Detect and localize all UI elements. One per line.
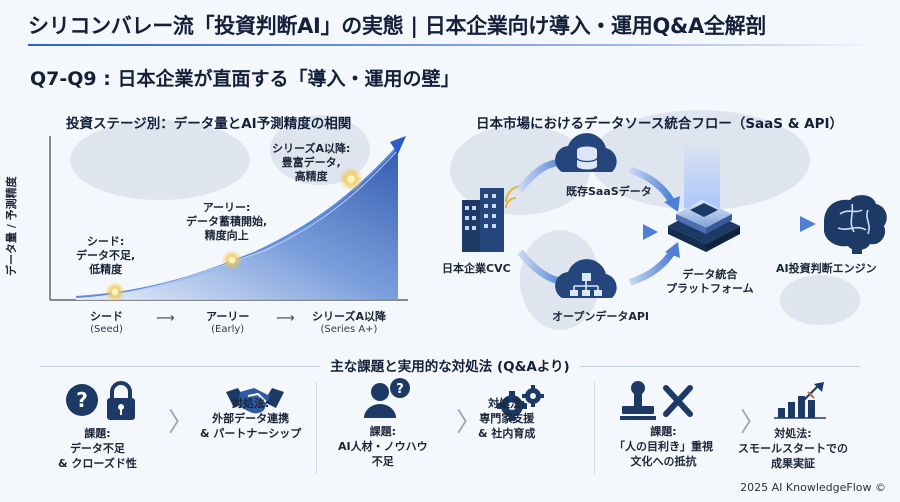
chevron-right-icon: 〉 [740, 408, 767, 438]
data-flow-diagram [462, 133, 887, 298]
y-axis-label: データ量 / 予測精度 [5, 176, 18, 276]
page-title: シリコンバレー流「投資判断AI」の実態 | 日本企業向け導入・運用Q&A全解剖 [28, 14, 767, 38]
bottom-section-title: 主な課題と実用的な対処法 (Q&Aより) [0, 355, 900, 375]
handshake-icon [226, 388, 284, 414]
card-issue-data: 課題: データ不足 & クローズド性 [58, 427, 137, 470]
footer-copyright: 2025 AI KnowledgeFlow © [740, 481, 886, 494]
svg-text:?: ? [396, 382, 404, 397]
saas-cloud-icon [555, 133, 617, 172]
growth-arrowhead [390, 136, 406, 154]
gears-icon [497, 385, 544, 421]
chevron-right-icon: 〉 [456, 408, 483, 438]
card-solution-data: 対処法: 外部データ連携 & パートナーシップ [200, 397, 302, 440]
platform-icon [668, 138, 740, 252]
point-early [229, 257, 235, 263]
building-icon [462, 185, 523, 252]
arrow-saas-to-platform [628, 166, 676, 204]
stamp-cross-icon [620, 381, 693, 420]
chevron-right-icon: 〉 [168, 408, 195, 438]
card-issue-culture: 課題: 「人の目利き」重視 文化への抵抗 [614, 425, 713, 468]
point-seed [112, 289, 118, 295]
x-stage-seed: シード (Seed) [90, 310, 123, 335]
x-stage-arrow-1: ⟶ [156, 311, 175, 326]
svg-text:?: ? [76, 388, 88, 412]
card-solution-culture: 対処法: スモールスタートでの 成果実証 [738, 427, 848, 470]
card-solution-talent: 対処法: 専門家支援 & 社内育成 [478, 397, 536, 440]
brain-icon [824, 195, 887, 254]
growth-area [76, 146, 398, 300]
node-label-opendata: オープンデータAPI [552, 310, 650, 323]
question-lock-icon: ? [66, 381, 135, 420]
chart-section-title: 投資ステージ別：データ量とAI予測精度の相関 [66, 116, 352, 132]
rocket-chart-icon [774, 382, 826, 419]
x-stage-arrow-2: ⟶ [276, 311, 295, 326]
title-underline [28, 44, 878, 46]
person-question-icon: ? [364, 378, 410, 418]
card-issue-talent: 課題: AI人材・ノウハウ 不足 [338, 425, 428, 468]
opendata-cloud-icon [555, 259, 617, 298]
point-label-seed: シード: データ不足, 低精度 [76, 235, 136, 276]
x-stage-seriesa: シリーズA以降 (Series A+) [312, 310, 386, 335]
arrow-opendata-to-platform [628, 250, 676, 286]
point-label-seriesa: シリーズA以降: 豊富データ, 高精度 [272, 142, 351, 183]
page-subtitle: Q7-Q9 : 日本企業が直面する「導入・運用の壁」 [30, 68, 460, 90]
x-stage-early: アーリー (Early) [206, 310, 250, 335]
node-label-saas: 既存SaaSデータ [566, 185, 652, 198]
growth-curve-chart [49, 136, 408, 302]
card-separator-1 [316, 382, 317, 474]
node-label-company: 日本企業CVC [442, 262, 511, 275]
point-seriesa [347, 175, 355, 183]
card-separator-2 [594, 382, 595, 474]
node-label-engine: AI投資判断エンジン [776, 262, 877, 275]
point-label-early: アーリー: データ蓄積開始, 精度向上 [186, 201, 268, 242]
flow-section-title: 日本市場におけるデータソース統合フロー（SaaS & API） [476, 116, 844, 132]
node-label-platform: データ統合 プラットフォーム [666, 268, 754, 295]
